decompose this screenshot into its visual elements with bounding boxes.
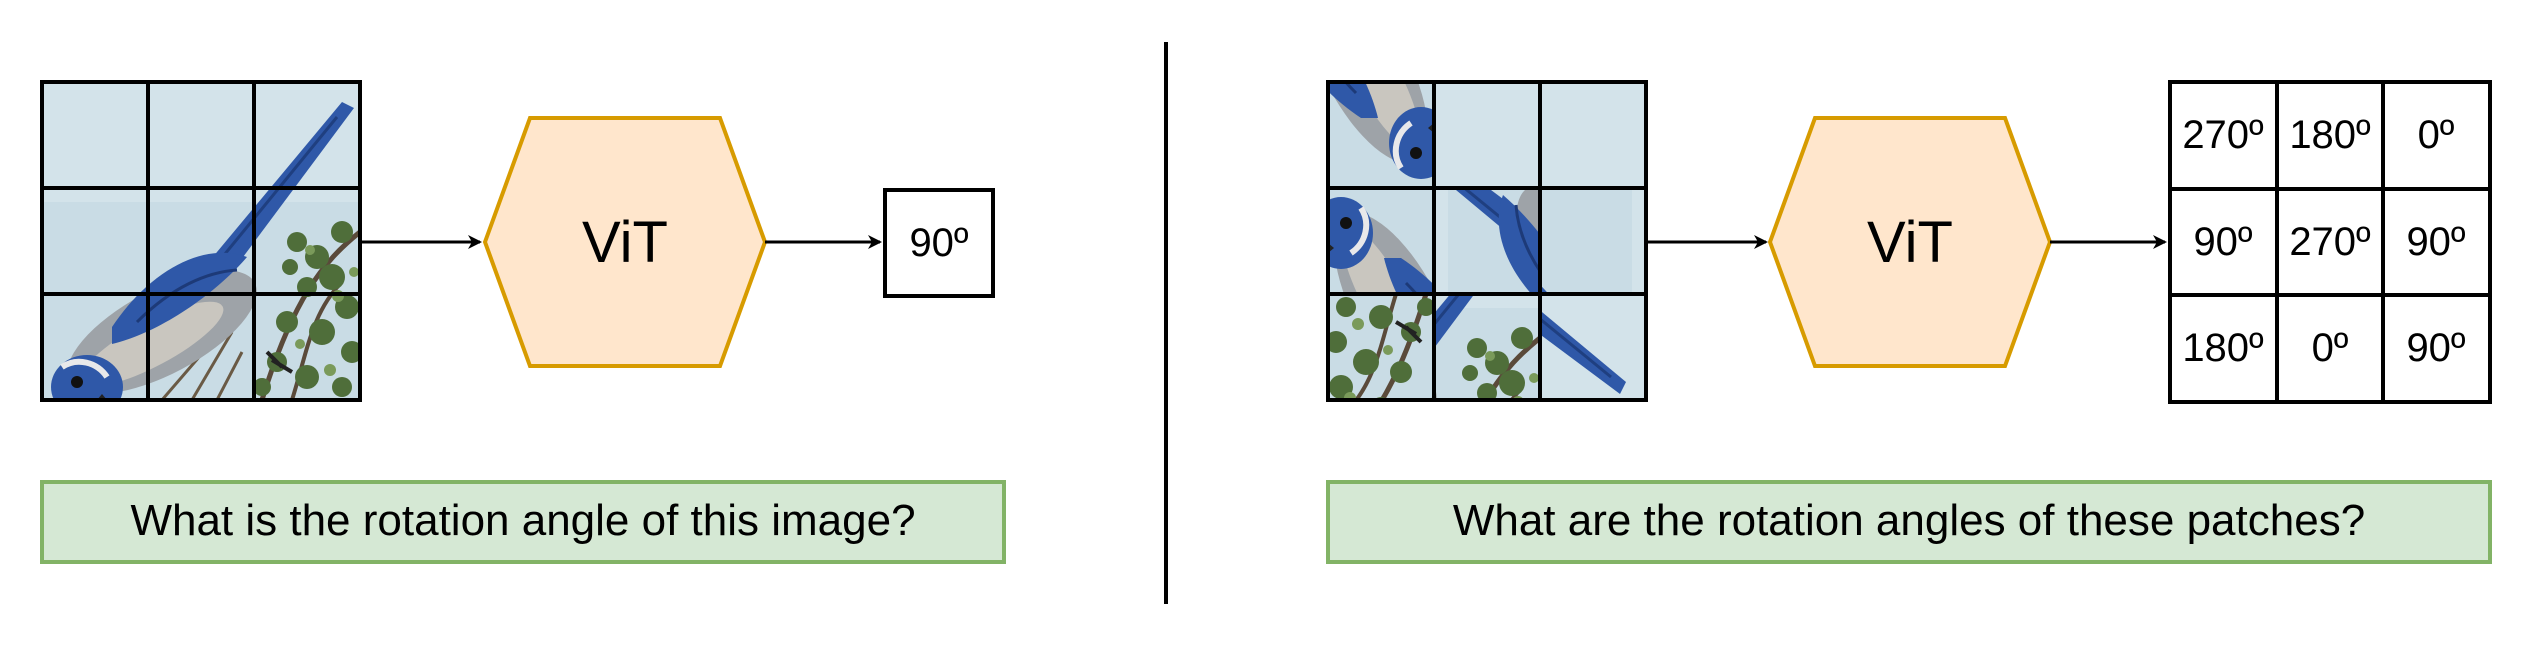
right-caption-text: What are the rotation angles of these pa… — [1453, 496, 2365, 545]
rotation-output-value: 90º — [909, 221, 968, 265]
left-caption-text: What is the rotation angle of this image… — [130, 496, 915, 545]
grid-cell-r1c0: 90º — [2193, 220, 2252, 264]
vit-label: ViT — [582, 210, 668, 275]
grid-cell-r0c1: 180º — [2289, 113, 2371, 157]
rotation-output-grid: 270º 180º 0º 90º 270º 90º 180º 0º 90º — [2168, 80, 2492, 404]
grid-cell-r1c1: 270º — [2289, 220, 2371, 264]
left-caption: What is the rotation angle of this image… — [40, 480, 1006, 564]
grid-cell-r0c0: 270º — [2182, 113, 2264, 157]
grid-cell-r1c2: 90º — [2406, 220, 2465, 264]
shuffled-patches-image — [1326, 80, 1648, 402]
rotation-output-box: 90º — [883, 188, 995, 298]
grid-cell-r2c2: 90º — [2406, 326, 2465, 370]
vit-model-hexagon: ViT — [482, 116, 768, 368]
grid-cell-r0c2: 0º — [2418, 113, 2455, 157]
right-caption: What are the rotation angles of these pa… — [1326, 480, 2492, 564]
vit-model-hexagon: ViT — [1767, 116, 2053, 368]
vit-label: ViT — [1867, 210, 1953, 275]
grid-cell-r2c1: 0º — [2312, 326, 2349, 370]
grid-cell-r2c0: 180º — [2182, 326, 2264, 370]
input-image — [40, 80, 362, 402]
